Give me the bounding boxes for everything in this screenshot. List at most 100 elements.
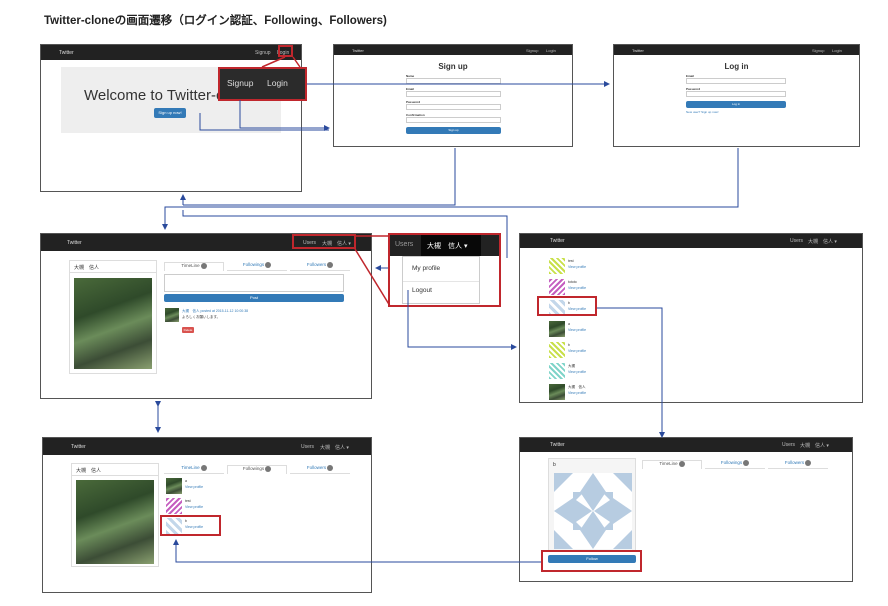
nav-users-link[interactable]: Users — [301, 444, 315, 450]
profile-panel: 大槻 信人 — [69, 260, 157, 374]
profile-name: 大槻 信人 — [74, 265, 100, 271]
tab-followings[interactable]: Followings — [227, 262, 287, 271]
highlight-nav-zoom — [218, 67, 307, 101]
new-user-link[interactable]: New user? Sign up now! — [686, 110, 719, 114]
view-profile-link[interactable]: View profile — [185, 485, 204, 489]
password-input[interactable] — [686, 91, 786, 97]
confirmation-input[interactable] — [406, 117, 501, 123]
email-input[interactable] — [686, 78, 786, 84]
count-badge — [327, 465, 334, 471]
highlight-follow-button — [541, 550, 642, 572]
view-profile-link[interactable]: View profile — [568, 349, 587, 353]
login-heading: Log in — [724, 62, 749, 71]
signup-submit-button[interactable]: Sign up — [406, 127, 501, 134]
field-label: Password — [406, 100, 421, 104]
welcome-heading: Welcome to Twitter-clone! — [84, 87, 257, 104]
tweet-textarea[interactable] — [164, 274, 344, 292]
nav-login-link[interactable]: Login — [546, 48, 556, 53]
count-badge — [265, 466, 272, 472]
view-profile-link[interactable]: View profile — [185, 505, 204, 509]
navbar: Twitter Signup Login — [614, 45, 859, 55]
tab-timeline[interactable]: TimeLine — [642, 460, 702, 469]
user-avatar — [549, 342, 565, 358]
view-profile-link[interactable]: View profile — [568, 265, 587, 269]
zoom-login-link[interactable]: Login — [267, 78, 288, 88]
user-avatar — [549, 258, 565, 274]
tab-timeline[interactable]: TimeLine — [164, 465, 224, 474]
screen-signup: Twitter Signup Login Sign up Name Email … — [333, 44, 573, 147]
tab-followings[interactable]: Followings — [705, 460, 765, 469]
diagram-title: Twitter-cloneの画面遷移（ログイン認証、Following、Foll… — [44, 15, 387, 27]
view-profile-link[interactable]: View profile — [185, 525, 204, 529]
profile-name: 大槻 信人 — [76, 468, 102, 474]
tab-timeline[interactable]: TimeLine — [164, 262, 224, 271]
dropdown-divider — [403, 281, 479, 282]
tab-followers[interactable]: Followers — [290, 465, 350, 474]
user-avatar — [166, 498, 182, 514]
brand-link[interactable]: Twitter — [59, 50, 74, 56]
post-button[interactable]: Post — [164, 294, 344, 302]
user-avatar — [549, 300, 565, 316]
profile-header-rule — [72, 475, 158, 476]
count-badge — [805, 460, 812, 466]
email-input[interactable] — [406, 91, 501, 97]
signup-now-button[interactable]: Sign up now! — [154, 108, 186, 118]
user-avatar — [549, 279, 565, 295]
brand-link[interactable]: Twitter — [352, 48, 364, 53]
nav-user-menu[interactable]: 大槻 信人 ▾ — [320, 445, 349, 451]
login-submit-button[interactable]: Log in — [686, 101, 786, 108]
view-profile-link[interactable]: View profile — [568, 391, 587, 395]
name-input[interactable] — [406, 78, 501, 84]
count-badge — [743, 460, 750, 466]
tweet-avatar — [165, 308, 179, 322]
nav-login-link[interactable]: Login — [832, 48, 842, 53]
view-profile-link[interactable]: View profile — [568, 286, 587, 290]
zoom-signup-link[interactable]: Signup — [227, 78, 254, 88]
tab-label: Followings — [720, 460, 743, 466]
user-avatar — [166, 518, 182, 534]
user-name: b — [185, 519, 187, 523]
nav-signup-link[interactable]: Signup — [526, 48, 539, 53]
view-profile-link[interactable]: View profile — [568, 328, 587, 332]
field-label: Name — [406, 74, 415, 78]
brand-link[interactable]: Twitter — [632, 48, 644, 53]
view-profile-link[interactable]: View profile — [568, 370, 587, 374]
brand-link[interactable]: Twitter — [67, 240, 82, 246]
screen-other-profile: Twitter Users 大槻 信人 ▾ b TimeLine Followi… — [519, 437, 853, 582]
view-profile-link[interactable]: View profile — [568, 307, 587, 311]
tab-followers[interactable]: Followers — [768, 460, 828, 469]
brand-link[interactable]: Twitter — [550, 238, 565, 244]
brand-link[interactable]: Twitter — [550, 442, 565, 448]
signup-heading: Sign up — [438, 62, 468, 71]
follow-button[interactable]: Follow — [548, 555, 636, 563]
screen-users-list: Twitter Users 大槻 信人 ▾ test View profile … — [519, 233, 863, 403]
nav-users-link[interactable]: Users — [782, 442, 796, 448]
field-label: Confirmation — [406, 113, 425, 117]
count-badge — [678, 461, 685, 467]
highlight-user-b — [537, 296, 597, 316]
count-badge — [327, 262, 334, 268]
brand-link[interactable]: Twitter — [71, 444, 86, 450]
tab-followings[interactable]: Followings — [227, 465, 287, 474]
navbar: Twitter Signup Login — [41, 45, 301, 60]
nav-signup-link[interactable]: Signup — [255, 50, 271, 56]
count-badge — [265, 262, 272, 268]
nav-login-link[interactable]: Login — [277, 50, 290, 56]
password-input[interactable] — [406, 104, 501, 110]
nav-signup-link[interactable]: Signup — [812, 48, 825, 53]
count-badge — [200, 263, 207, 269]
tab-label: Followers — [306, 262, 327, 268]
profile-name: b — [553, 462, 556, 468]
navbar: Twitter Users 大槻 信人 ▾ — [520, 234, 862, 248]
nav-user-menu[interactable]: 大槻 信人 ▾ — [808, 239, 837, 245]
tab-label: TimeLine — [181, 263, 200, 269]
tab-followers[interactable]: Followers — [290, 262, 350, 271]
user-avatar — [549, 321, 565, 337]
delete-button[interactable]: Delete — [182, 327, 194, 333]
nav-user-menu[interactable]: 大槻 信人 ▾ — [800, 443, 829, 449]
nav-users-link[interactable]: Users — [790, 238, 804, 244]
dropdown-my-profile[interactable]: My profile — [412, 265, 441, 272]
zoom-nav-popout: Signup Login — [219, 68, 306, 100]
user-name: b — [568, 343, 570, 347]
tab-label: TimeLine — [659, 461, 678, 467]
